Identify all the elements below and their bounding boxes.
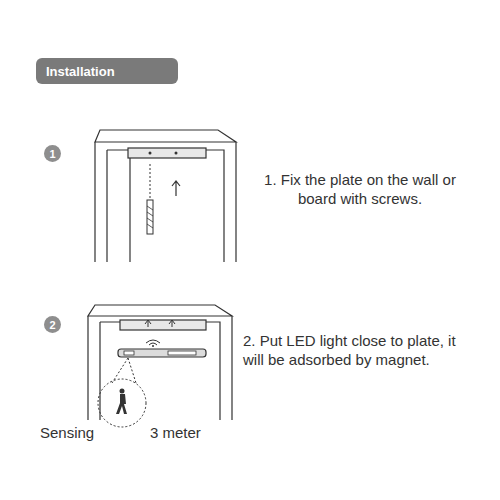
step-number: 2 <box>44 316 61 333</box>
step-number: 1 <box>44 145 61 162</box>
led-light <box>118 340 206 357</box>
step-number-text: 2 <box>49 319 55 331</box>
cabinet-two <box>88 305 232 420</box>
title-bar <box>36 58 178 84</box>
sensing-cone <box>98 358 146 427</box>
distance-label: 3 meter <box>150 423 240 442</box>
walking-person <box>116 389 127 415</box>
step-instruction: 1. Fix the plate on the wall or board wi… <box>243 170 477 208</box>
cabinet-one <box>95 130 236 262</box>
step-number-text: 1 <box>49 148 55 160</box>
step-instruction: 2. Put LED light close to plate, it will… <box>243 331 473 369</box>
title-text: Installation <box>46 64 115 79</box>
screws-and-driver <box>147 152 180 235</box>
sensing-label: Sensing <box>40 423 120 442</box>
